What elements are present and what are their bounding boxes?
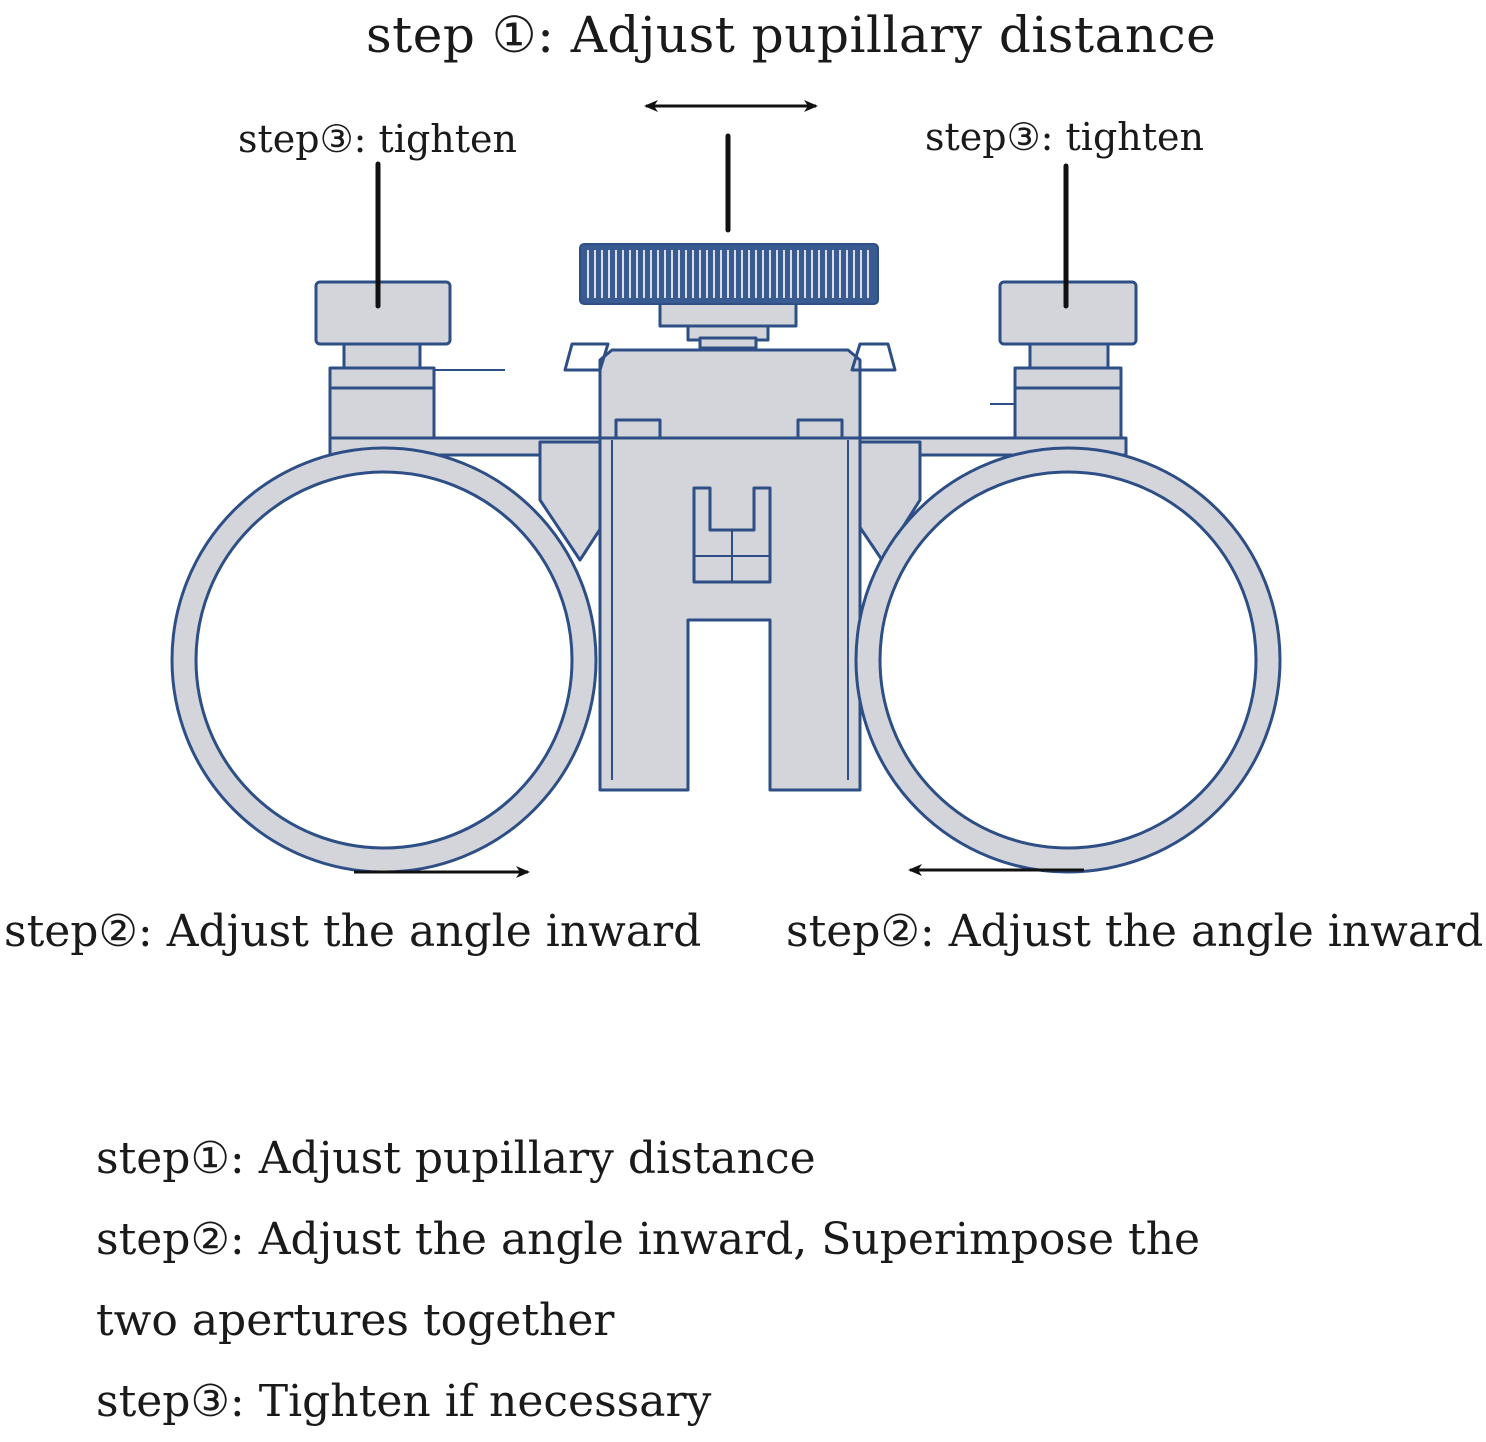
loupe-body <box>170 280 1282 874</box>
pupillary-distance-label: step ①: Adjust pupillary distance <box>366 6 1217 64</box>
right-eyepiece-lens <box>878 470 1258 850</box>
thumb-wheel <box>579 243 879 305</box>
left-clamp-knob <box>314 280 452 346</box>
instruction-step-1: step①: Adjust pupillary distance <box>96 1133 816 1184</box>
center-body <box>598 436 862 792</box>
instruction-step-2: step②: Adjust the angle inward, Superimp… <box>96 1214 1201 1265</box>
tighten-right-label: step③: tighten <box>925 115 1204 159</box>
pointer-lines <box>375 133 1069 309</box>
angle-right-label: step②: Adjust the angle inward <box>786 906 1484 957</box>
right-clamp-neck <box>1028 342 1110 370</box>
instruction-step-2-continued: two apertures together <box>96 1295 615 1346</box>
left-wing <box>538 440 608 562</box>
left-clamp-neck <box>342 342 422 370</box>
loupe-diagram <box>170 100 1282 878</box>
angle-left-label: step②: Adjust the angle inward <box>4 906 702 957</box>
left-clamp-collar <box>328 366 436 440</box>
tighten-left-label: step③: tighten <box>238 117 517 161</box>
right-clamp-collar <box>1013 366 1123 442</box>
left-eyepiece-lens <box>194 470 574 850</box>
instruction-list: step①: Adjust pupillary distance step②: … <box>96 1118 1200 1442</box>
instruction-step-3: step③: Tighten if necessary <box>96 1376 712 1427</box>
